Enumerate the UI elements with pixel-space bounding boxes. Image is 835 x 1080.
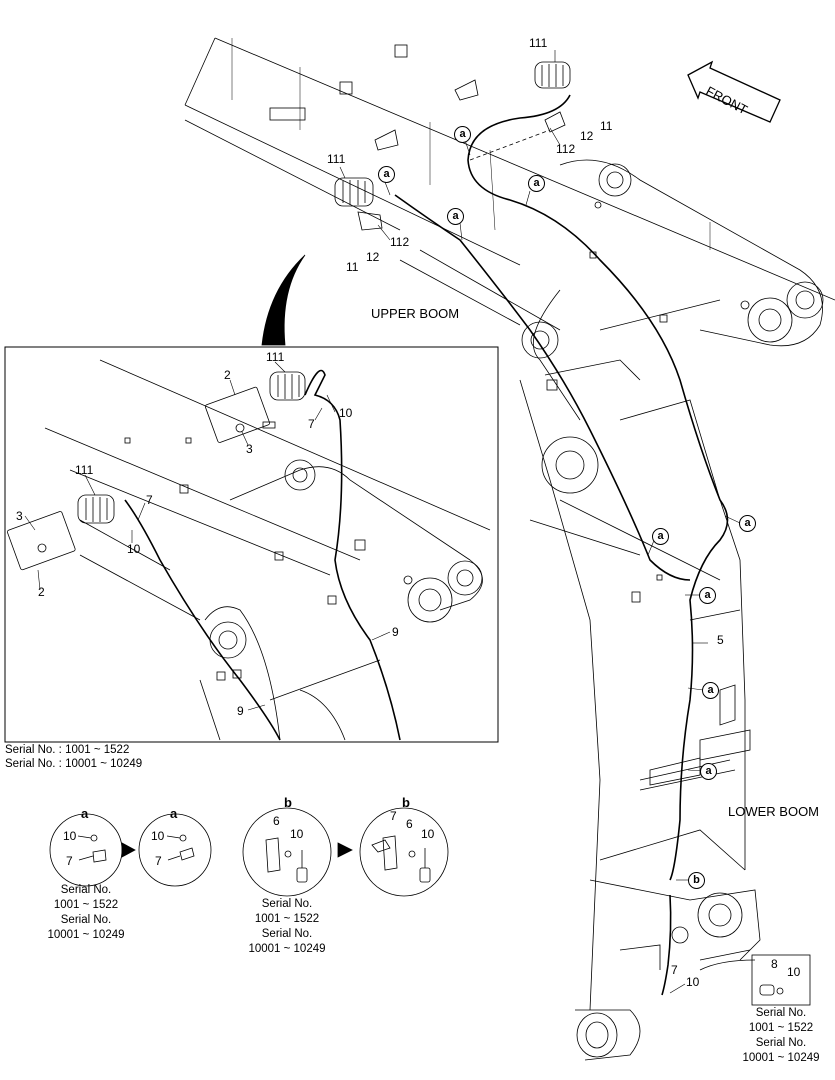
work-lamp-upper	[534, 61, 571, 133]
detail-b-part-6-2: 6	[406, 817, 413, 831]
detail-b-parts	[265, 835, 431, 883]
inset-part-3-left: 3	[16, 509, 23, 523]
ref-a-9: a	[700, 763, 717, 780]
inset-part-10-top: 10	[339, 406, 353, 420]
detail-a-part-10-1: 10	[63, 829, 77, 843]
inset-part-2-top: 2	[224, 368, 231, 382]
inset-boom-detail	[44, 359, 491, 741]
part-11-left: 11	[346, 260, 359, 274]
detail-a-part-7-2: 7	[155, 854, 162, 868]
inset-part-2-left: 2	[38, 585, 45, 599]
box-part-10: 10	[787, 965, 801, 979]
inset-part-111-top: 111	[266, 350, 285, 364]
detail-a-letter-1: a	[81, 806, 89, 821]
detail-b-before	[242, 807, 332, 897]
front-arrow	[687, 60, 781, 123]
part-111-upper-left: 111	[327, 152, 346, 166]
inset-lamp-left	[7, 494, 115, 571]
detail-a-part-7-1: 7	[66, 854, 73, 868]
part-7-bottom: 7	[671, 963, 678, 977]
part-5: 5	[717, 633, 724, 647]
part-12-left: 12	[366, 250, 380, 264]
ref-b-1: b	[688, 872, 705, 889]
inset-part-3-top: 3	[246, 442, 253, 456]
detail-b-part-10-1: 10	[290, 827, 304, 841]
part-11-right: 11	[600, 119, 613, 133]
ref-a-1: a	[454, 126, 471, 143]
ref-a-7: a	[699, 587, 716, 604]
part-12-right: 12	[580, 129, 594, 143]
detail-8-10-box	[751, 954, 811, 1006]
arrow-a	[121, 842, 136, 858]
detail-b-part-6-1: 6	[273, 814, 280, 828]
detail-b-letter-1: b	[284, 795, 292, 810]
inset-part-111-left: 111	[75, 463, 94, 477]
inset-wires	[124, 369, 401, 741]
inset-pointer	[261, 254, 306, 346]
dashed-connector	[469, 129, 551, 161]
ref-a-6: a	[739, 515, 756, 532]
serial-range-1: Serial No. : 1001 ~ 1522	[5, 744, 130, 756]
detail-a-before	[49, 813, 123, 887]
part-111-upper-right: 111	[529, 36, 548, 50]
detail-b-after	[359, 807, 449, 897]
detail-b-part-10-2: 10	[421, 827, 435, 841]
arrow-b	[337, 842, 353, 858]
leader-lines-main	[339, 50, 741, 994]
upper-boom-outline	[184, 37, 835, 494]
leader-lines-inset	[24, 361, 391, 711]
detail-a-letter-2: a	[170, 806, 178, 821]
ref-a-4: a	[447, 208, 464, 225]
inset-part-7-left: 7	[146, 493, 153, 507]
upper-boom-title: UPPER BOOM	[371, 306, 460, 321]
lower-boom-title: LOWER BOOM	[728, 804, 820, 819]
part-112-left: 112	[390, 235, 410, 249]
detail-a-parts	[77, 834, 195, 863]
detail-inset-frame	[4, 346, 499, 743]
part-112-right: 112	[556, 142, 576, 156]
inset-part-10-left: 10	[127, 542, 141, 556]
detail-a-part-10-2: 10	[151, 829, 165, 843]
part-10-bottom: 10	[686, 975, 700, 989]
detail-a-after	[138, 813, 212, 887]
serial-range-2: Serial No. : 10001 ~ 10249	[5, 758, 143, 770]
inset-part-9-right: 9	[392, 625, 399, 639]
ref-a-3: a	[528, 175, 545, 192]
detail-b-part-7: 7	[390, 809, 397, 823]
inset-lamp-top	[204, 371, 306, 443]
inset-part-7-top: 7	[308, 417, 315, 431]
ref-a-2: a	[378, 166, 395, 183]
lower-boom-outline	[519, 379, 761, 1061]
ref-a-5: a	[652, 528, 669, 545]
work-lamp-lower	[334, 177, 383, 231]
inset-part-9-left: 9	[237, 704, 244, 718]
box-part-8: 8	[771, 957, 778, 971]
ref-a-8: a	[702, 682, 719, 699]
detail-b-letter-2: b	[402, 795, 410, 810]
wire-harness-main	[394, 94, 729, 996]
